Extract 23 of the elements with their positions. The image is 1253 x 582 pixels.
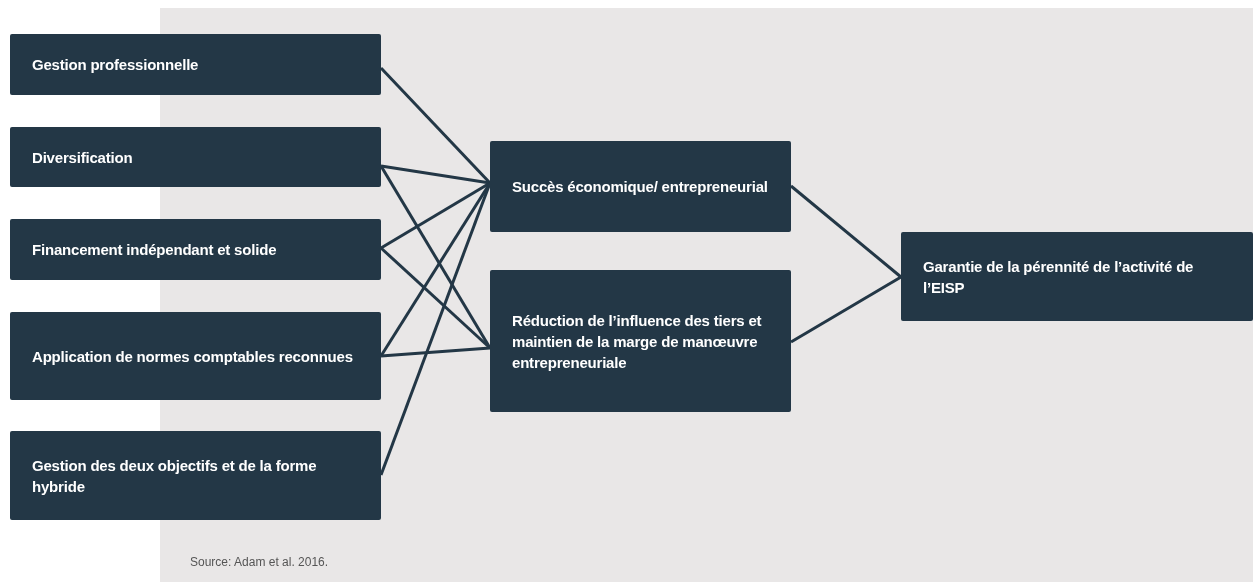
connector-line (380, 246, 491, 350)
text-box (490, 270, 791, 412)
connector-line (790, 275, 902, 344)
text-box (10, 127, 381, 187)
text-box (901, 232, 1253, 321)
box-label: Diversification (32, 147, 133, 168)
connector-line (790, 184, 902, 279)
text-box (10, 431, 381, 520)
box-label: Gestion des deux objectifs et de la forme hybride (32, 455, 318, 497)
box-label: Application de normes comptables reconnues (32, 346, 353, 367)
box-label: Succès économique/ entrepreneurial (512, 177, 768, 197)
text-box (490, 141, 791, 232)
source-caption: Source: Adam et al. 2016. (190, 555, 329, 569)
text-box (10, 312, 381, 400)
text-box (10, 219, 381, 280)
connector-line (380, 346, 491, 358)
connector-line (380, 181, 491, 250)
box-label: Réduction de l’influence des tiers et maintien de la marge de manœuvre entrepreneuriale (512, 310, 763, 373)
connector-line (380, 164, 491, 185)
box-label: Gestion professionnelle (32, 55, 199, 75)
text-box (10, 34, 381, 95)
box-label: Garantie de la pérennité de l’activité de l’EISP (923, 256, 1195, 298)
box-label: Financement indépendant et solide (32, 240, 277, 260)
